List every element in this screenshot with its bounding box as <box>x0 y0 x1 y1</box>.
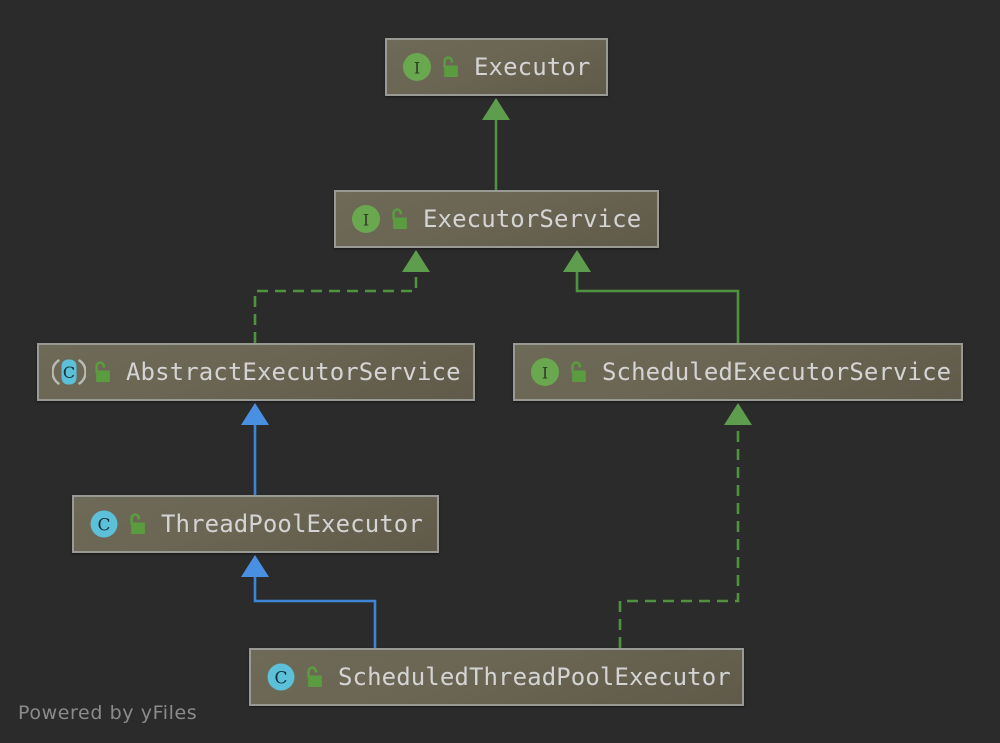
unlocked-padlock-icon <box>571 361 586 382</box>
class-node-label: Executor <box>474 53 591 81</box>
edge-scheduledexecutorservice-executorservice[interactable] <box>563 250 740 343</box>
arrowhead <box>402 250 430 272</box>
node-icons: C <box>264 660 338 694</box>
node-icons: I <box>528 355 602 389</box>
svg-text:I: I <box>414 59 420 78</box>
arrowhead <box>563 250 591 272</box>
unlocked-padlock-icon <box>392 208 407 229</box>
node-icons: C <box>87 507 161 541</box>
node-icons: I <box>349 202 423 236</box>
class-icon: C <box>90 510 118 538</box>
class-node-label: AbstractExecutorService <box>126 358 461 386</box>
svg-text:I: I <box>542 364 548 383</box>
interface-icon: I <box>403 53 431 81</box>
abstract-class-icon: C <box>52 359 86 385</box>
class-node-label: ThreadPoolExecutor <box>161 510 423 538</box>
interface-icon: I <box>352 205 380 233</box>
node-icons: C <box>52 355 126 389</box>
edge-scheduledthreadpoolexecutor-threadpoolexecutor[interactable] <box>241 555 377 648</box>
edge-threadpoolexecutor-abstractexecutorservice[interactable] <box>241 403 269 495</box>
svg-text:C: C <box>274 669 287 689</box>
edge-executorservice-executor[interactable] <box>482 98 510 190</box>
edge-scheduledthreadpoolexecutor-scheduledexecutorservice[interactable] <box>618 403 752 648</box>
unlocked-padlock-icon <box>95 361 110 382</box>
class-node-executor[interactable]: I Executor <box>385 38 608 96</box>
yfiles-watermark: Powered by yFiles <box>18 702 198 724</box>
class-node-scheduled-executor-service[interactable]: I ScheduledExecutorService <box>513 343 963 401</box>
class-icon: C <box>267 663 295 691</box>
class-node-abstract-executor-service[interactable]: C AbstractExecutorService <box>37 343 475 401</box>
edge-abstractexecutorservice-executorservice[interactable] <box>253 250 430 343</box>
unlocked-padlock-icon <box>130 513 145 534</box>
arrowhead <box>724 403 752 425</box>
node-icons: I <box>400 50 474 84</box>
class-node-label: ScheduledThreadPoolExecutor <box>338 663 731 691</box>
class-node-scheduled-thread-pool-executor[interactable]: C ScheduledThreadPoolExecutor <box>249 648 744 706</box>
svg-text:I: I <box>363 211 369 230</box>
svg-text:C: C <box>97 516 110 536</box>
interface-icon: I <box>531 358 559 386</box>
unlocked-padlock-icon <box>307 666 322 687</box>
arrowhead <box>241 403 269 425</box>
class-node-label: ScheduledExecutorService <box>602 358 952 386</box>
arrowhead <box>482 98 510 120</box>
class-node-thread-pool-executor[interactable]: C ThreadPoolExecutor <box>72 495 439 553</box>
arrowhead <box>241 555 269 577</box>
svg-text:C: C <box>63 363 75 382</box>
class-node-executor-service[interactable]: I ExecutorService <box>334 190 659 248</box>
unlocked-padlock-icon <box>443 56 458 77</box>
class-node-label: ExecutorService <box>423 205 642 233</box>
